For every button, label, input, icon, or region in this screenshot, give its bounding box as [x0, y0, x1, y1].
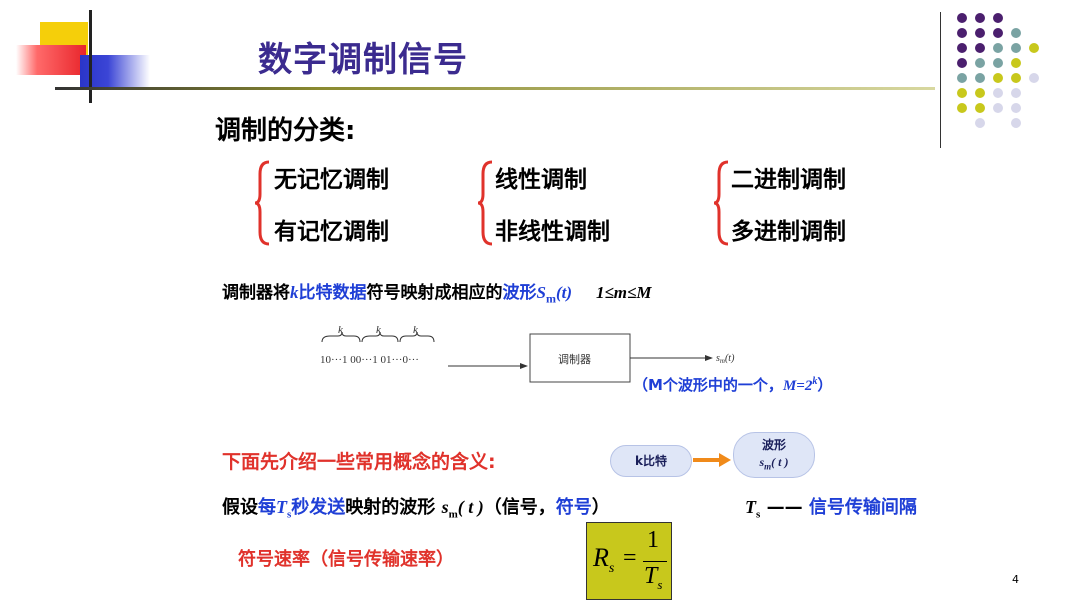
page-title: 数字调制信号	[258, 40, 468, 80]
deco-dots	[957, 13, 1039, 128]
modulator-label: 调制器	[558, 353, 591, 366]
group3-item2: 多进制调制	[731, 219, 846, 245]
deco-horizontal-line	[55, 87, 935, 90]
k-label: k	[338, 324, 344, 336]
group2-item1: 线性调制	[495, 167, 587, 193]
ts-definition: Ts —— 信号传输间隔	[745, 497, 917, 521]
group1-item1: 无记忆调制	[274, 167, 389, 193]
group3-item1: 二进制调制	[731, 167, 846, 193]
waveform-bubble: 波形 sm( t )	[733, 432, 815, 478]
k-label: k	[413, 324, 419, 336]
deco-red-square	[16, 45, 86, 75]
diagram-note: （M个波形中的一个，M=2k）	[633, 376, 833, 394]
k-label: k	[376, 324, 382, 336]
symbol-rate-formula: Rs = 1 Ts	[586, 522, 672, 600]
brace-icon	[477, 160, 493, 246]
brace-icon	[713, 160, 729, 246]
deco-right-vline	[940, 12, 941, 148]
group2-item2: 非线性调制	[495, 219, 610, 245]
classification-heading: 调制的分类:	[215, 116, 356, 146]
deco-vertical-line	[89, 10, 92, 103]
fraction-bar	[643, 561, 667, 562]
modulator-diagram: k k k 10···1 00···1 01···0··· 调制器 sm(t)	[320, 324, 735, 383]
brace-icon	[254, 160, 270, 246]
mapping-sentence: 调制器将k比特数据符号映射成相应的波形Sm(t) 1≤m≤M	[222, 283, 652, 306]
arrow-right-icon	[693, 453, 731, 467]
page-number: 4	[1012, 573, 1019, 586]
output-label: sm(t)	[716, 353, 735, 365]
group1-item2: 有记忆调制	[274, 219, 389, 245]
symbol-rate-label: 符号速率（信号传输速率）	[238, 549, 454, 570]
bit-stream: 10···1 00···1 01···0···	[320, 354, 419, 366]
concepts-heading: 下面先介绍一些常用概念的含义:	[222, 451, 496, 473]
k-bits-bubble: k比特	[610, 445, 692, 477]
assume-sentence: 假设每Ts秒发送映射的波形 sm( t )（信号，符号）	[222, 497, 610, 521]
